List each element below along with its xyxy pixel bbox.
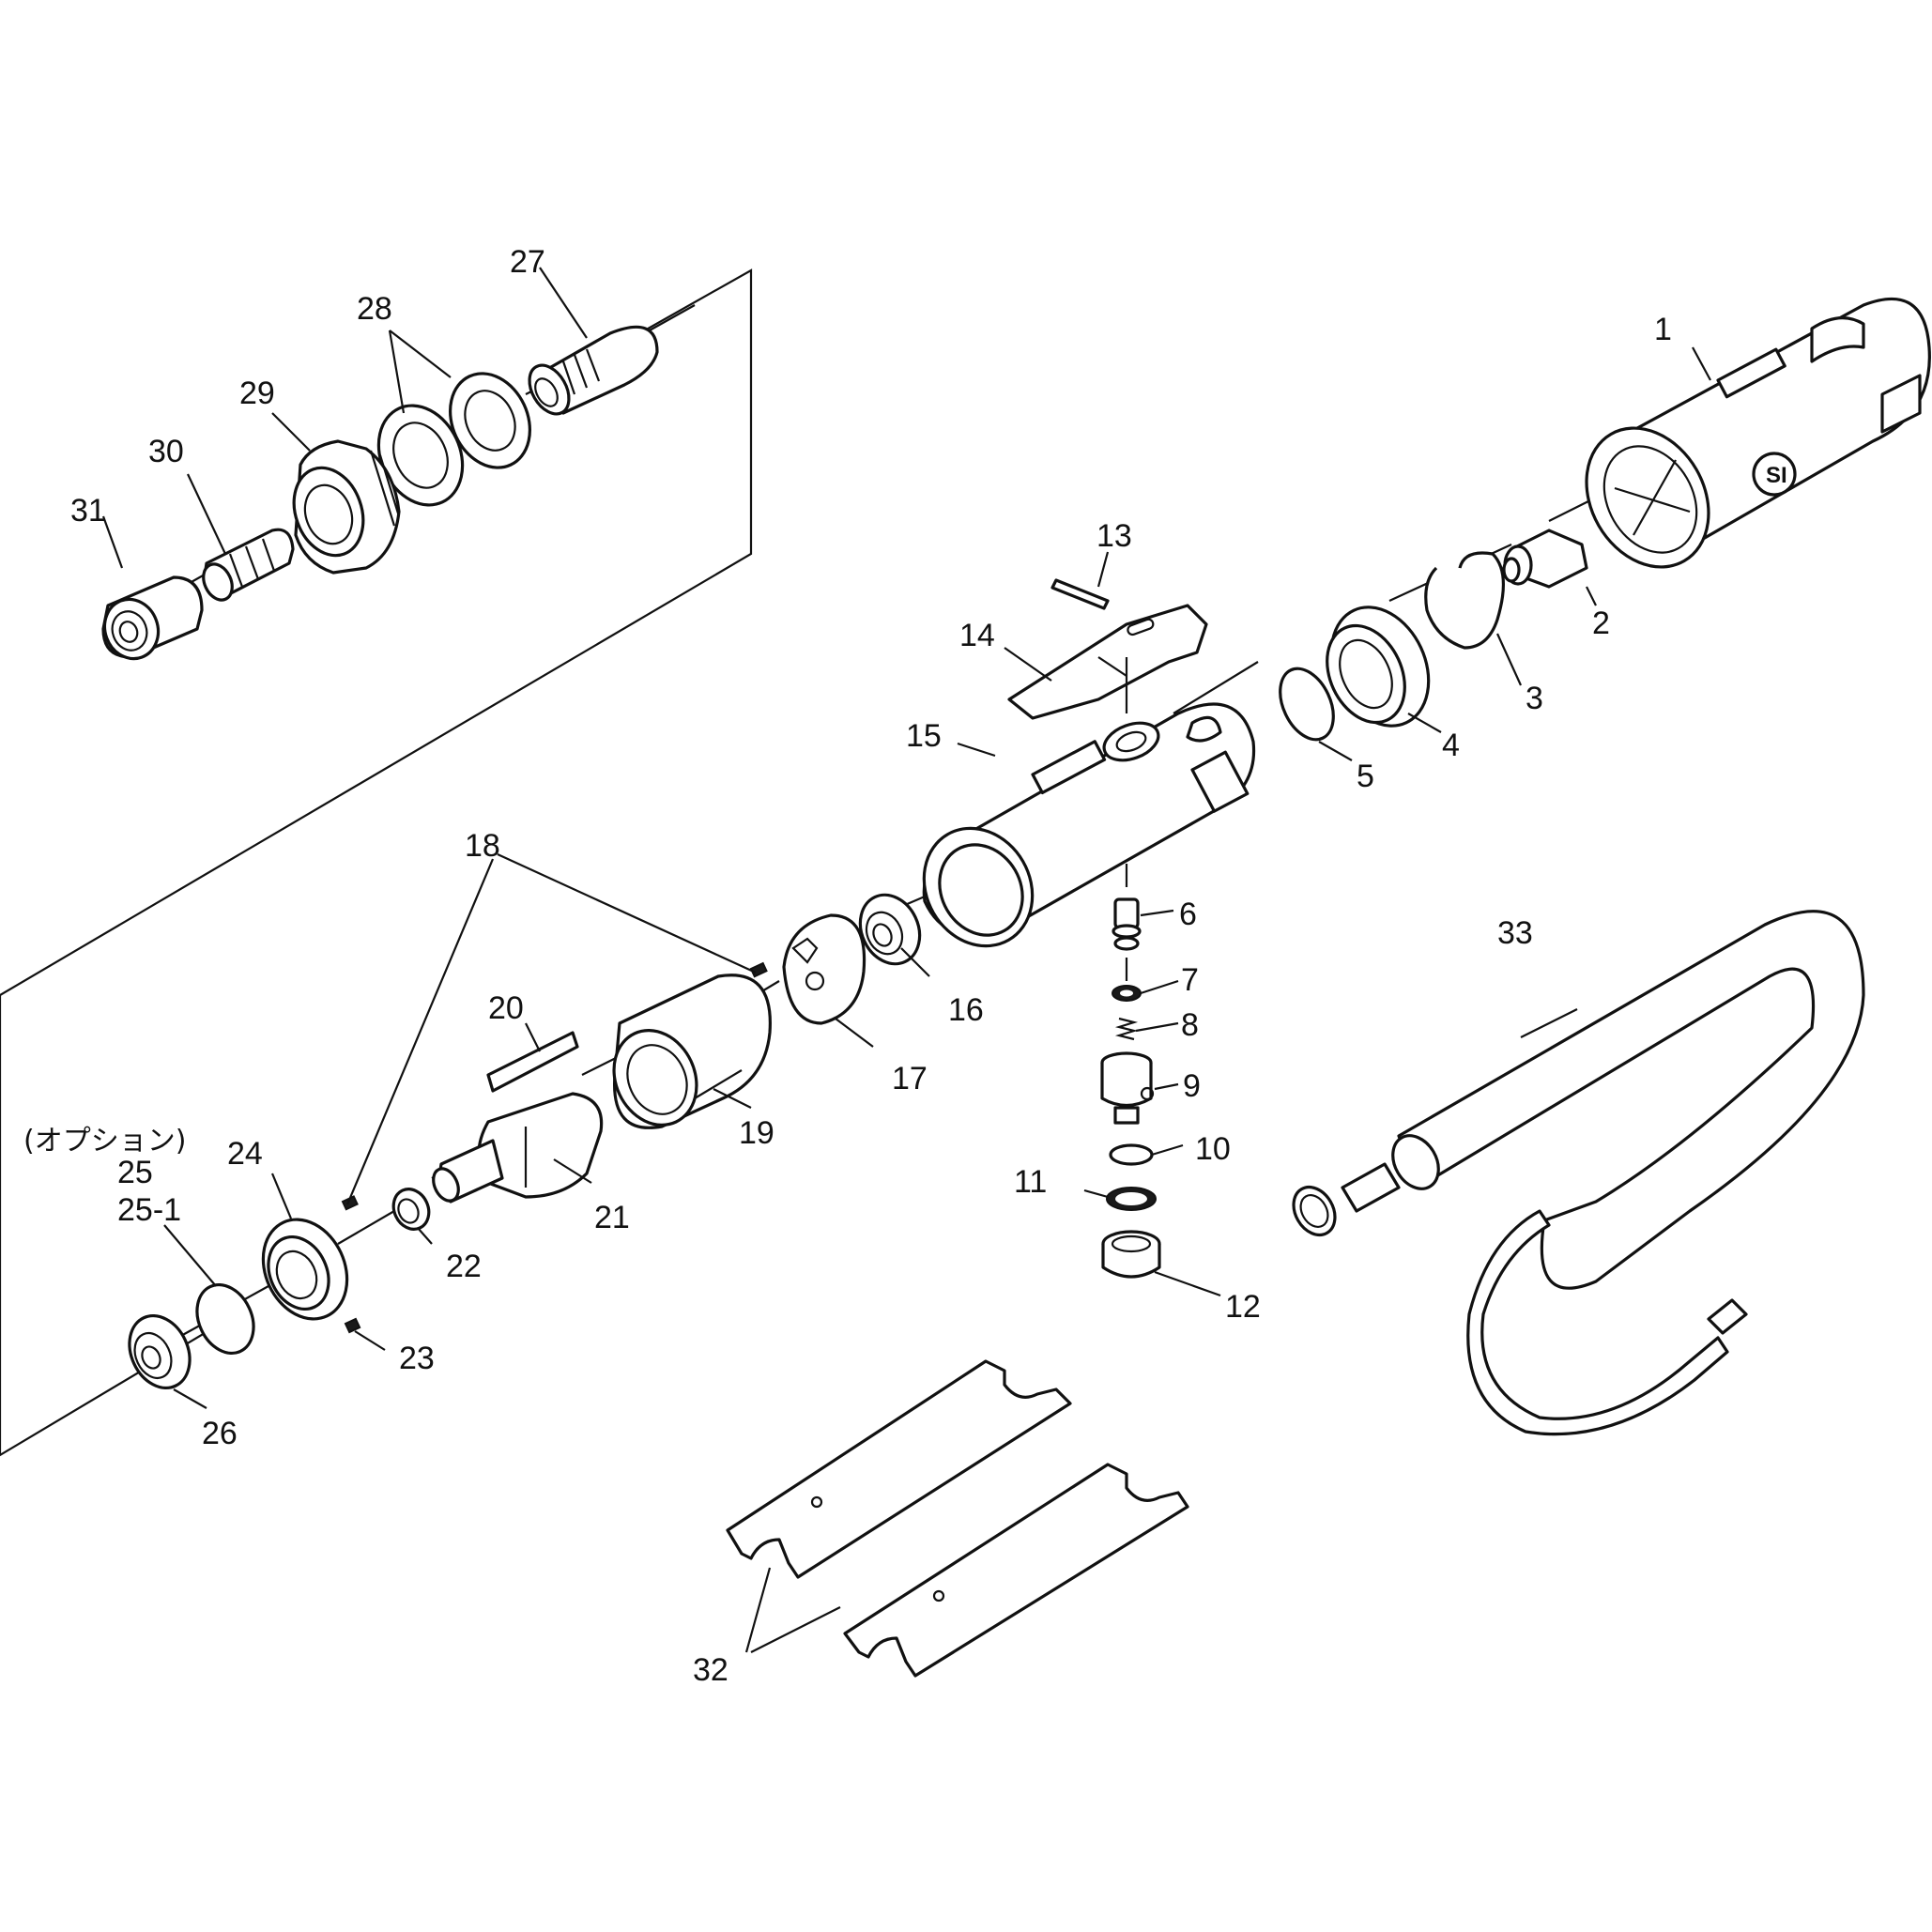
part-29-front-cap [292,439,401,575]
part-17-rear-plate [782,913,866,1025]
callout-25: 25 [117,1155,153,1190]
callout-32: 32 [693,1652,728,1688]
callout-19: 19 [739,1115,774,1151]
part-15-motor-housing [922,702,1256,948]
part-19-cylinder [612,974,772,1129]
callout-23: 23 [399,1341,435,1376]
callout-6: 6 [1179,897,1197,932]
part-20-rotor-blade [486,1031,579,1093]
part-32-wrench-upper [726,1359,1072,1579]
part-4-muffler-cap [1326,606,1431,728]
callout-26: 26 [202,1416,238,1451]
part-32-wrench-lower [843,1463,1189,1678]
leader-lines [101,267,1711,1653]
callout-18: 18 [465,828,500,864]
part-10-o-ring [1109,1143,1154,1166]
callout-13: 13 [1096,518,1132,554]
callout-29: 29 [239,376,275,411]
part-9-valve-body [1100,1051,1155,1125]
callout-3: 3 [1526,681,1543,716]
part-31-collet-nut [101,575,204,661]
part-13-pin [1050,578,1110,610]
part-30-collet [202,528,295,602]
part-3-snap-ring [1424,551,1506,650]
callout-30: 30 [148,434,184,469]
part-28-washer-lower [376,404,465,507]
callout-20: 20 [488,990,524,1026]
part-6-valve [1112,897,1142,951]
hose-fitting-rings [1292,1185,1337,1237]
part-2-inlet-bushing [1502,529,1588,589]
callout-1: 1 [1654,312,1672,347]
callout-10: 10 [1195,1131,1231,1167]
part-14-throttle-lever [1007,604,1208,720]
callout-12: 12 [1225,1289,1261,1325]
part-5-o-ring [1279,667,1335,742]
attachment-group-bracket [0,268,753,996]
callout-14: 14 [959,618,995,653]
part-18-set-screw-lower [341,1195,359,1211]
callout-24: 24 [227,1136,263,1172]
callout-28: 28 [357,291,392,327]
option-note: (オプション) [23,1125,186,1158]
part-26-bearing [128,1313,192,1390]
callout-8: 8 [1181,1007,1199,1043]
part-27-spindle [528,325,659,416]
callout-22: 22 [446,1249,482,1284]
callout-7: 7 [1181,962,1199,998]
part-1-rear-housing: SI [1585,297,1931,569]
part-18-set-screw-upper [749,961,768,978]
callout-5: 5 [1357,759,1374,794]
part-24-front-plate [261,1218,349,1321]
callout-4: 4 [1442,728,1460,763]
part-7-washer-hole [1120,989,1133,997]
part-22-spacer [391,1188,431,1231]
callout-16: 16 [948,992,984,1028]
callout-11: 11 [1014,1164,1047,1200]
part-21-rotor [432,1092,604,1204]
callout-31: 31 [70,493,106,529]
callout-15: 15 [906,718,942,754]
callout-labels: 1 2 3 4 5 6 7 8 9 10 11 12 13 14 15 16 1… [23,244,1672,1688]
part-33-air-hose [1292,910,1865,1436]
callout-21: 21 [594,1200,630,1235]
svg-text:SI: SI [1766,463,1787,488]
callout-2: 2 [1592,606,1610,641]
callout-25-1: 25-1 [117,1192,181,1228]
part-23-screw [344,1317,361,1334]
callout-27: 27 [510,244,545,280]
part-8-spring [1114,1017,1139,1041]
callout-17: 17 [892,1061,928,1096]
part-12-valve-cap [1101,1230,1161,1279]
callout-9: 9 [1183,1068,1201,1104]
part-16-bearing [858,893,922,966]
part-11-o-ring [1106,1187,1157,1211]
callout-33: 33 [1497,915,1533,951]
part-25-1-o-ring [195,1282,255,1356]
